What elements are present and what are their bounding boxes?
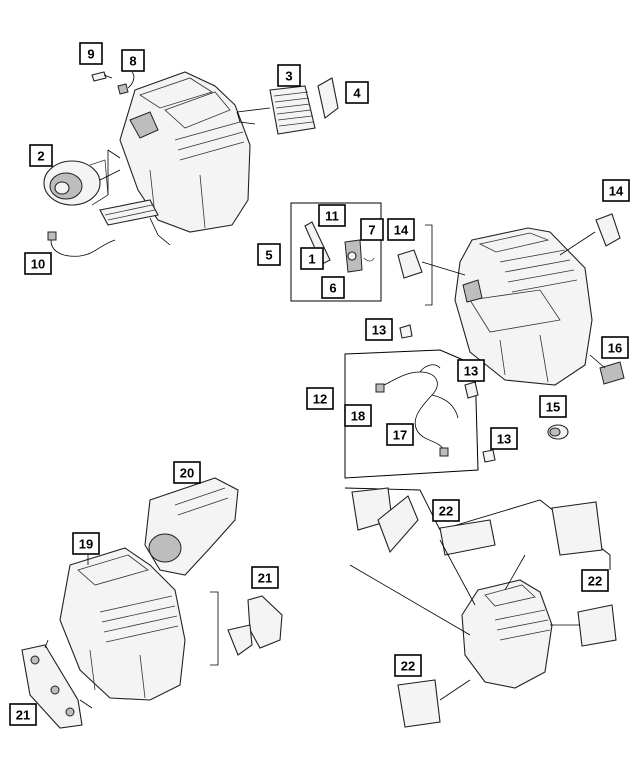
callout-22-top: 22: [432, 499, 460, 522]
svg-text:2: 2: [37, 149, 44, 164]
svg-text:21: 21: [16, 708, 30, 723]
callout-19: 19: [72, 532, 100, 555]
callout-8: 8: [121, 49, 145, 72]
callout-17: 17: [386, 423, 414, 446]
svg-text:13: 13: [497, 432, 511, 447]
sensor-13-a: [399, 324, 413, 339]
sensor-small-9-8: [91, 71, 135, 95]
callout-22-right: 22: [581, 569, 609, 592]
callout-10: 10: [24, 252, 52, 275]
callout-14-right: 14: [602, 179, 630, 202]
callout-13-a: 13: [365, 318, 393, 341]
callout-7: 7: [360, 218, 384, 241]
leaders-bottom-left: [44, 555, 219, 709]
callout-21-right: 21: [251, 566, 279, 589]
svg-text:10: 10: [31, 257, 45, 272]
actuator-14-top-right: [595, 213, 621, 247]
svg-text:13: 13: [464, 364, 478, 379]
svg-text:3: 3: [285, 69, 292, 84]
svg-text:5: 5: [265, 248, 272, 263]
hvac-housing-lower: [59, 547, 186, 701]
callout-3: 3: [277, 64, 301, 87]
svg-text:1: 1: [308, 252, 315, 267]
callout-4: 4: [345, 81, 369, 104]
svg-text:22: 22: [439, 504, 453, 519]
svg-text:11: 11: [325, 209, 339, 224]
callout-1: 1: [300, 247, 324, 270]
svg-text:22: 22: [401, 659, 415, 674]
door-21-bottom-left: [21, 644, 83, 729]
hvac-housing-upper: [119, 71, 251, 233]
svg-text:14: 14: [609, 184, 624, 199]
svg-text:19: 19: [79, 537, 93, 552]
svg-text:17: 17: [393, 428, 407, 443]
svg-text:20: 20: [180, 466, 194, 481]
callout-18: 18: [344, 404, 372, 427]
blower-motor: [43, 159, 109, 206]
svg-text:21: 21: [258, 571, 272, 586]
svg-text:16: 16: [608, 341, 622, 356]
sensor-15: [547, 424, 569, 440]
filter-door: [317, 77, 339, 119]
callout-20: 20: [173, 461, 201, 484]
callout-21-left: 21: [9, 703, 37, 726]
wiring-harness-box: [344, 349, 496, 479]
svg-text:6: 6: [329, 281, 336, 296]
actuator-14-left: [397, 249, 466, 279]
door-21-right: [227, 595, 283, 656]
cabin-air-filter: [269, 85, 316, 135]
callout-5: 5: [257, 243, 281, 266]
leaders-top-left: [99, 107, 271, 246]
callout-14-left: 14: [387, 218, 415, 241]
callout-13-b: 13: [457, 359, 485, 382]
svg-text:15: 15: [546, 400, 560, 415]
svg-text:14: 14: [394, 223, 409, 238]
callout-11: 11: [318, 204, 346, 227]
callout-13-c: 13: [490, 427, 518, 450]
svg-text:4: 4: [353, 86, 361, 101]
hvac-housing-bottom-right: [349, 539, 580, 701]
svg-text:18: 18: [351, 409, 365, 424]
callout-6: 6: [321, 276, 345, 299]
hvac-housing-middle: [454, 227, 593, 386]
callout-22-bottom: 22: [394, 654, 422, 677]
svg-text:12: 12: [313, 392, 327, 407]
svg-text:7: 7: [368, 223, 375, 238]
blower-housing-20: [144, 477, 239, 576]
svg-text:9: 9: [87, 47, 94, 62]
leaders-middle: [425, 224, 606, 369]
svg-text:22: 22: [588, 574, 602, 589]
resistor-16: [599, 361, 625, 385]
svg-text:8: 8: [129, 54, 136, 69]
callout-12: 12: [306, 387, 334, 410]
callout-2: 2: [29, 144, 53, 167]
callout-16: 16: [601, 336, 629, 359]
svg-text:13: 13: [372, 323, 386, 338]
wiring-harness-10: [47, 199, 159, 257]
callout-9: 9: [79, 42, 103, 65]
callout-15: 15: [539, 395, 567, 418]
